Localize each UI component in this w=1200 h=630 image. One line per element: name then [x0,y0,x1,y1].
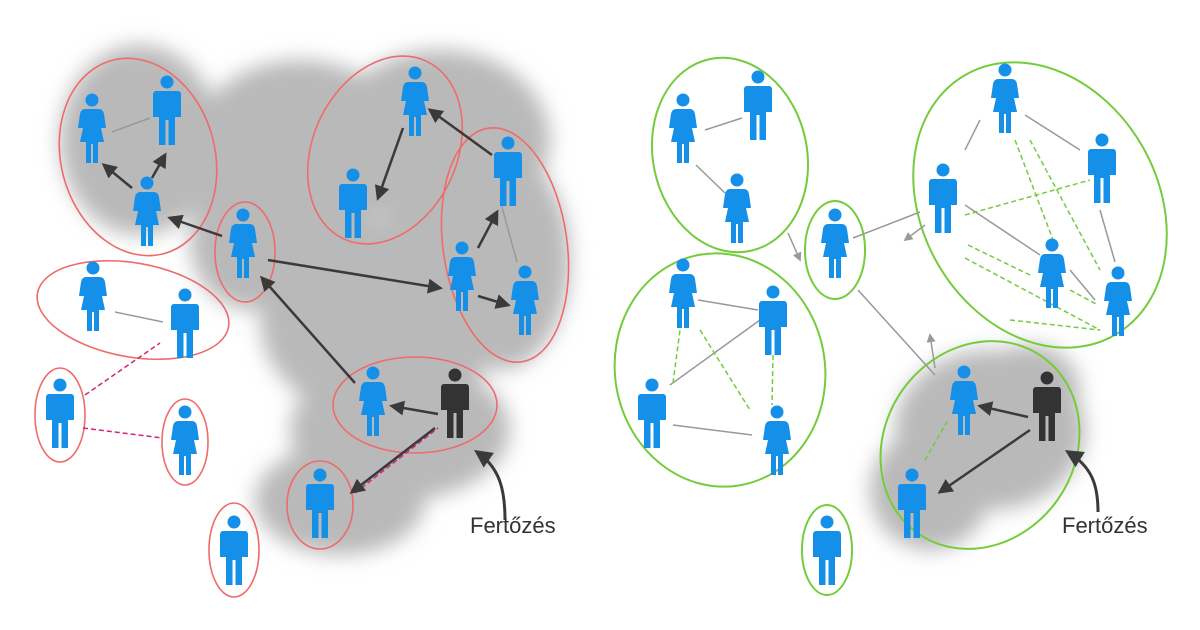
group-ellipse [650,56,810,254]
group-ellipse [912,61,1168,349]
person-male-icon [929,163,957,233]
person-male-icon [1088,133,1116,203]
group-borders-left [34,55,570,598]
person-female-icon [669,93,697,163]
group-ellipse [306,55,464,245]
group-ellipse [440,127,570,363]
person-female-icon [669,258,697,328]
infection-label: Fertőzés [470,513,556,538]
weak-links-right [672,139,1101,461]
annotation-arrow-left [474,449,507,521]
group-ellipse [34,367,86,463]
right-network-panel: Fertőzés [613,56,1168,596]
group-ellipse [801,504,853,596]
left-network-panel: Fertőzés [34,45,570,598]
person-female-icon [723,173,751,243]
group-ellipse [804,200,866,300]
person-female-icon [991,63,1019,133]
links-left [82,117,518,494]
infection-label: Fertőzés [1062,513,1148,538]
group-ellipse [208,502,260,598]
person-male-icon [813,515,841,585]
person-female-icon [171,405,199,475]
person-female-icon [821,208,849,278]
person-male-icon [220,515,248,585]
person-female-icon [79,261,107,331]
links-right [669,114,1116,436]
group-ellipse [332,356,498,454]
group-ellipse [214,201,276,303]
person-male-icon [744,70,772,140]
person-male-icon [171,288,199,358]
arrows-left [101,108,511,494]
person-male-icon [46,378,74,448]
person-male-icon [759,285,787,355]
annotation-arrow-right [1064,450,1100,513]
person-female-icon [763,405,791,475]
group-ellipse [36,259,230,361]
group-ellipse [58,57,218,257]
person-female-icon [1038,238,1066,308]
person-male-icon [638,378,666,448]
group-ellipse [161,398,209,486]
group-ellipse [286,460,354,550]
arrows-right [937,401,1031,494]
group-ellipse [613,252,827,488]
